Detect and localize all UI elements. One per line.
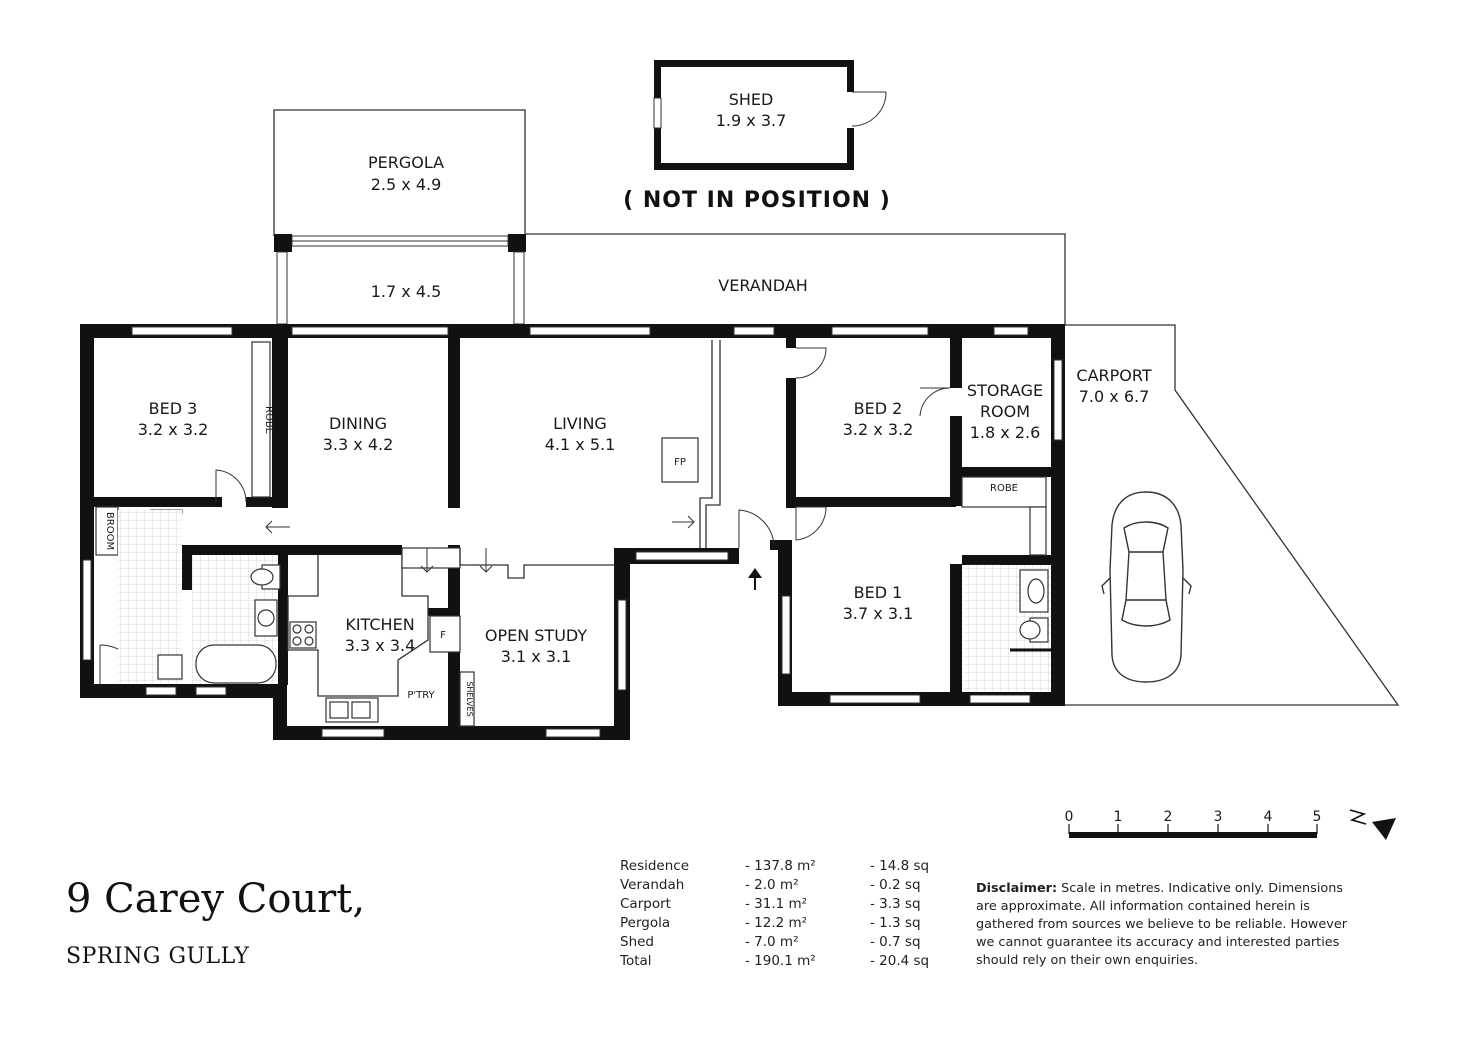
fireplace-label: FP bbox=[674, 457, 686, 468]
scale-tick-1: 1 bbox=[1114, 809, 1123, 825]
area-table: Residence - 137.8 m² - 14.8 sq Verandah … bbox=[620, 857, 940, 971]
carport-dims: 7.0 x 6.7 bbox=[1079, 387, 1150, 406]
shelves-label: SHELVES bbox=[465, 681, 474, 716]
property-suburb: SPRING GULLY bbox=[66, 944, 250, 969]
area-m2: - 31.1 m² bbox=[745, 896, 808, 912]
area-name: Verandah bbox=[620, 877, 685, 893]
kitchen-name: KITCHEN bbox=[345, 615, 414, 634]
area-row: Shed - 7.0 m² - 0.7 sq bbox=[620, 933, 940, 952]
disclaimer: Disclaimer: Scale in metres. Indicative … bbox=[976, 880, 1356, 970]
verandah-name: VERANDAH bbox=[718, 276, 807, 295]
bed3-dims: 3.2 x 3.2 bbox=[138, 420, 209, 439]
pergola-dims: 2.5 x 4.9 bbox=[371, 175, 442, 194]
storage-name-2: ROOM bbox=[980, 402, 1030, 421]
not-in-position-note: ( NOT IN POSITION ) bbox=[623, 188, 891, 213]
area-name: Carport bbox=[620, 896, 671, 912]
bed1-name: BED 1 bbox=[854, 583, 903, 602]
dining-name: DINING bbox=[329, 414, 387, 433]
area-row: Total - 190.1 m² - 20.4 sq bbox=[620, 952, 940, 971]
disclaimer-text: Scale in metres. Indicative only. Dimens… bbox=[976, 881, 1347, 968]
disclaimer-label: Disclaimer: bbox=[976, 881, 1058, 896]
area-m2: - 190.1 m² bbox=[745, 953, 816, 969]
bed2-dims: 3.2 x 3.2 bbox=[843, 420, 914, 439]
area-m2: - 7.0 m² bbox=[745, 934, 799, 950]
room-labels: BED 3 3.2 x 3.2 DINING 3.3 x 4.2 LIVING … bbox=[138, 381, 1043, 666]
scale-tick-4: 4 bbox=[1264, 809, 1273, 825]
robe-label: ROBE bbox=[263, 406, 274, 434]
area-row: Verandah - 2.0 m² - 0.2 sq bbox=[620, 876, 940, 895]
scale-tick-0: 0 bbox=[1065, 809, 1074, 825]
area-name: Total bbox=[620, 953, 652, 969]
study-name: OPEN STUDY bbox=[485, 626, 587, 645]
area-m2: - 12.2 m² bbox=[745, 915, 808, 931]
carport: CARPORT 7.0 x 6.7 bbox=[1065, 324, 1400, 706]
sunroom-dims: 1.7 x 4.5 bbox=[371, 282, 442, 301]
scale-bar: 0 1 2 3 4 5 bbox=[1065, 809, 1322, 838]
carport-name: CARPORT bbox=[1076, 366, 1151, 385]
pergola: PERGOLA 2.5 x 4.9 bbox=[273, 109, 526, 236]
broom-label: BROOM bbox=[104, 512, 115, 550]
kitchen-dims: 3.3 x 3.4 bbox=[345, 636, 416, 655]
area-sq: - 3.3 sq bbox=[870, 896, 921, 912]
fridge-label: F bbox=[440, 630, 446, 641]
area-sq: - 1.3 sq bbox=[870, 915, 921, 931]
shed-dims: 1.9 x 3.7 bbox=[716, 111, 787, 130]
bed1-dims: 3.7 x 3.1 bbox=[843, 604, 914, 623]
car-icon bbox=[1101, 491, 1192, 683]
robe2-label: ROBE bbox=[990, 483, 1018, 494]
bed3-name: BED 3 bbox=[149, 399, 198, 418]
pantry-label: P'TRY bbox=[407, 690, 435, 701]
pergola-name: PERGOLA bbox=[368, 153, 444, 172]
fixtures: ROBE BROOM F P'TRY SHELVES FP bbox=[95, 340, 1051, 727]
scale-tick-5: 5 bbox=[1313, 809, 1322, 825]
north-arrow-icon bbox=[1349, 809, 1396, 840]
windows bbox=[82, 326, 1063, 738]
area-row: Carport - 31.1 m² - 3.3 sq bbox=[620, 895, 940, 914]
area-name: Shed bbox=[620, 934, 655, 950]
area-row: Residence - 137.8 m² - 14.8 sq bbox=[620, 857, 940, 876]
area-sq: - 0.2 sq bbox=[870, 877, 921, 893]
area-sq: - 0.7 sq bbox=[870, 934, 921, 950]
storage-name: STORAGE bbox=[967, 381, 1043, 400]
area-sq: - 20.4 sq bbox=[870, 953, 930, 969]
shed-name: SHED bbox=[729, 90, 774, 109]
scale-tick-3: 3 bbox=[1214, 809, 1223, 825]
sunroom: 1.7 x 4.5 bbox=[274, 234, 526, 325]
area-name: Pergola bbox=[620, 915, 671, 931]
area-sq: - 14.8 sq bbox=[870, 858, 930, 874]
storage-dims: 1.8 x 2.6 bbox=[970, 423, 1041, 442]
study-dims: 3.1 x 3.1 bbox=[501, 647, 572, 666]
area-row: Pergola - 12.2 m² - 1.3 sq bbox=[620, 914, 940, 933]
property-address: 9 Carey Court, bbox=[66, 876, 366, 922]
dining-dims: 3.3 x 4.2 bbox=[323, 435, 394, 454]
bed2-name: BED 2 bbox=[854, 399, 903, 418]
living-dims: 4.1 x 5.1 bbox=[545, 435, 616, 454]
verandah: VERANDAH bbox=[526, 233, 1066, 325]
area-m2: - 2.0 m² bbox=[745, 877, 799, 893]
area-m2: - 137.8 m² bbox=[745, 858, 816, 874]
scale-tick-2: 2 bbox=[1164, 809, 1173, 825]
living-name: LIVING bbox=[553, 414, 607, 433]
shed: SHED 1.9 x 3.7 bbox=[653, 60, 887, 170]
area-name: Residence bbox=[620, 858, 690, 874]
